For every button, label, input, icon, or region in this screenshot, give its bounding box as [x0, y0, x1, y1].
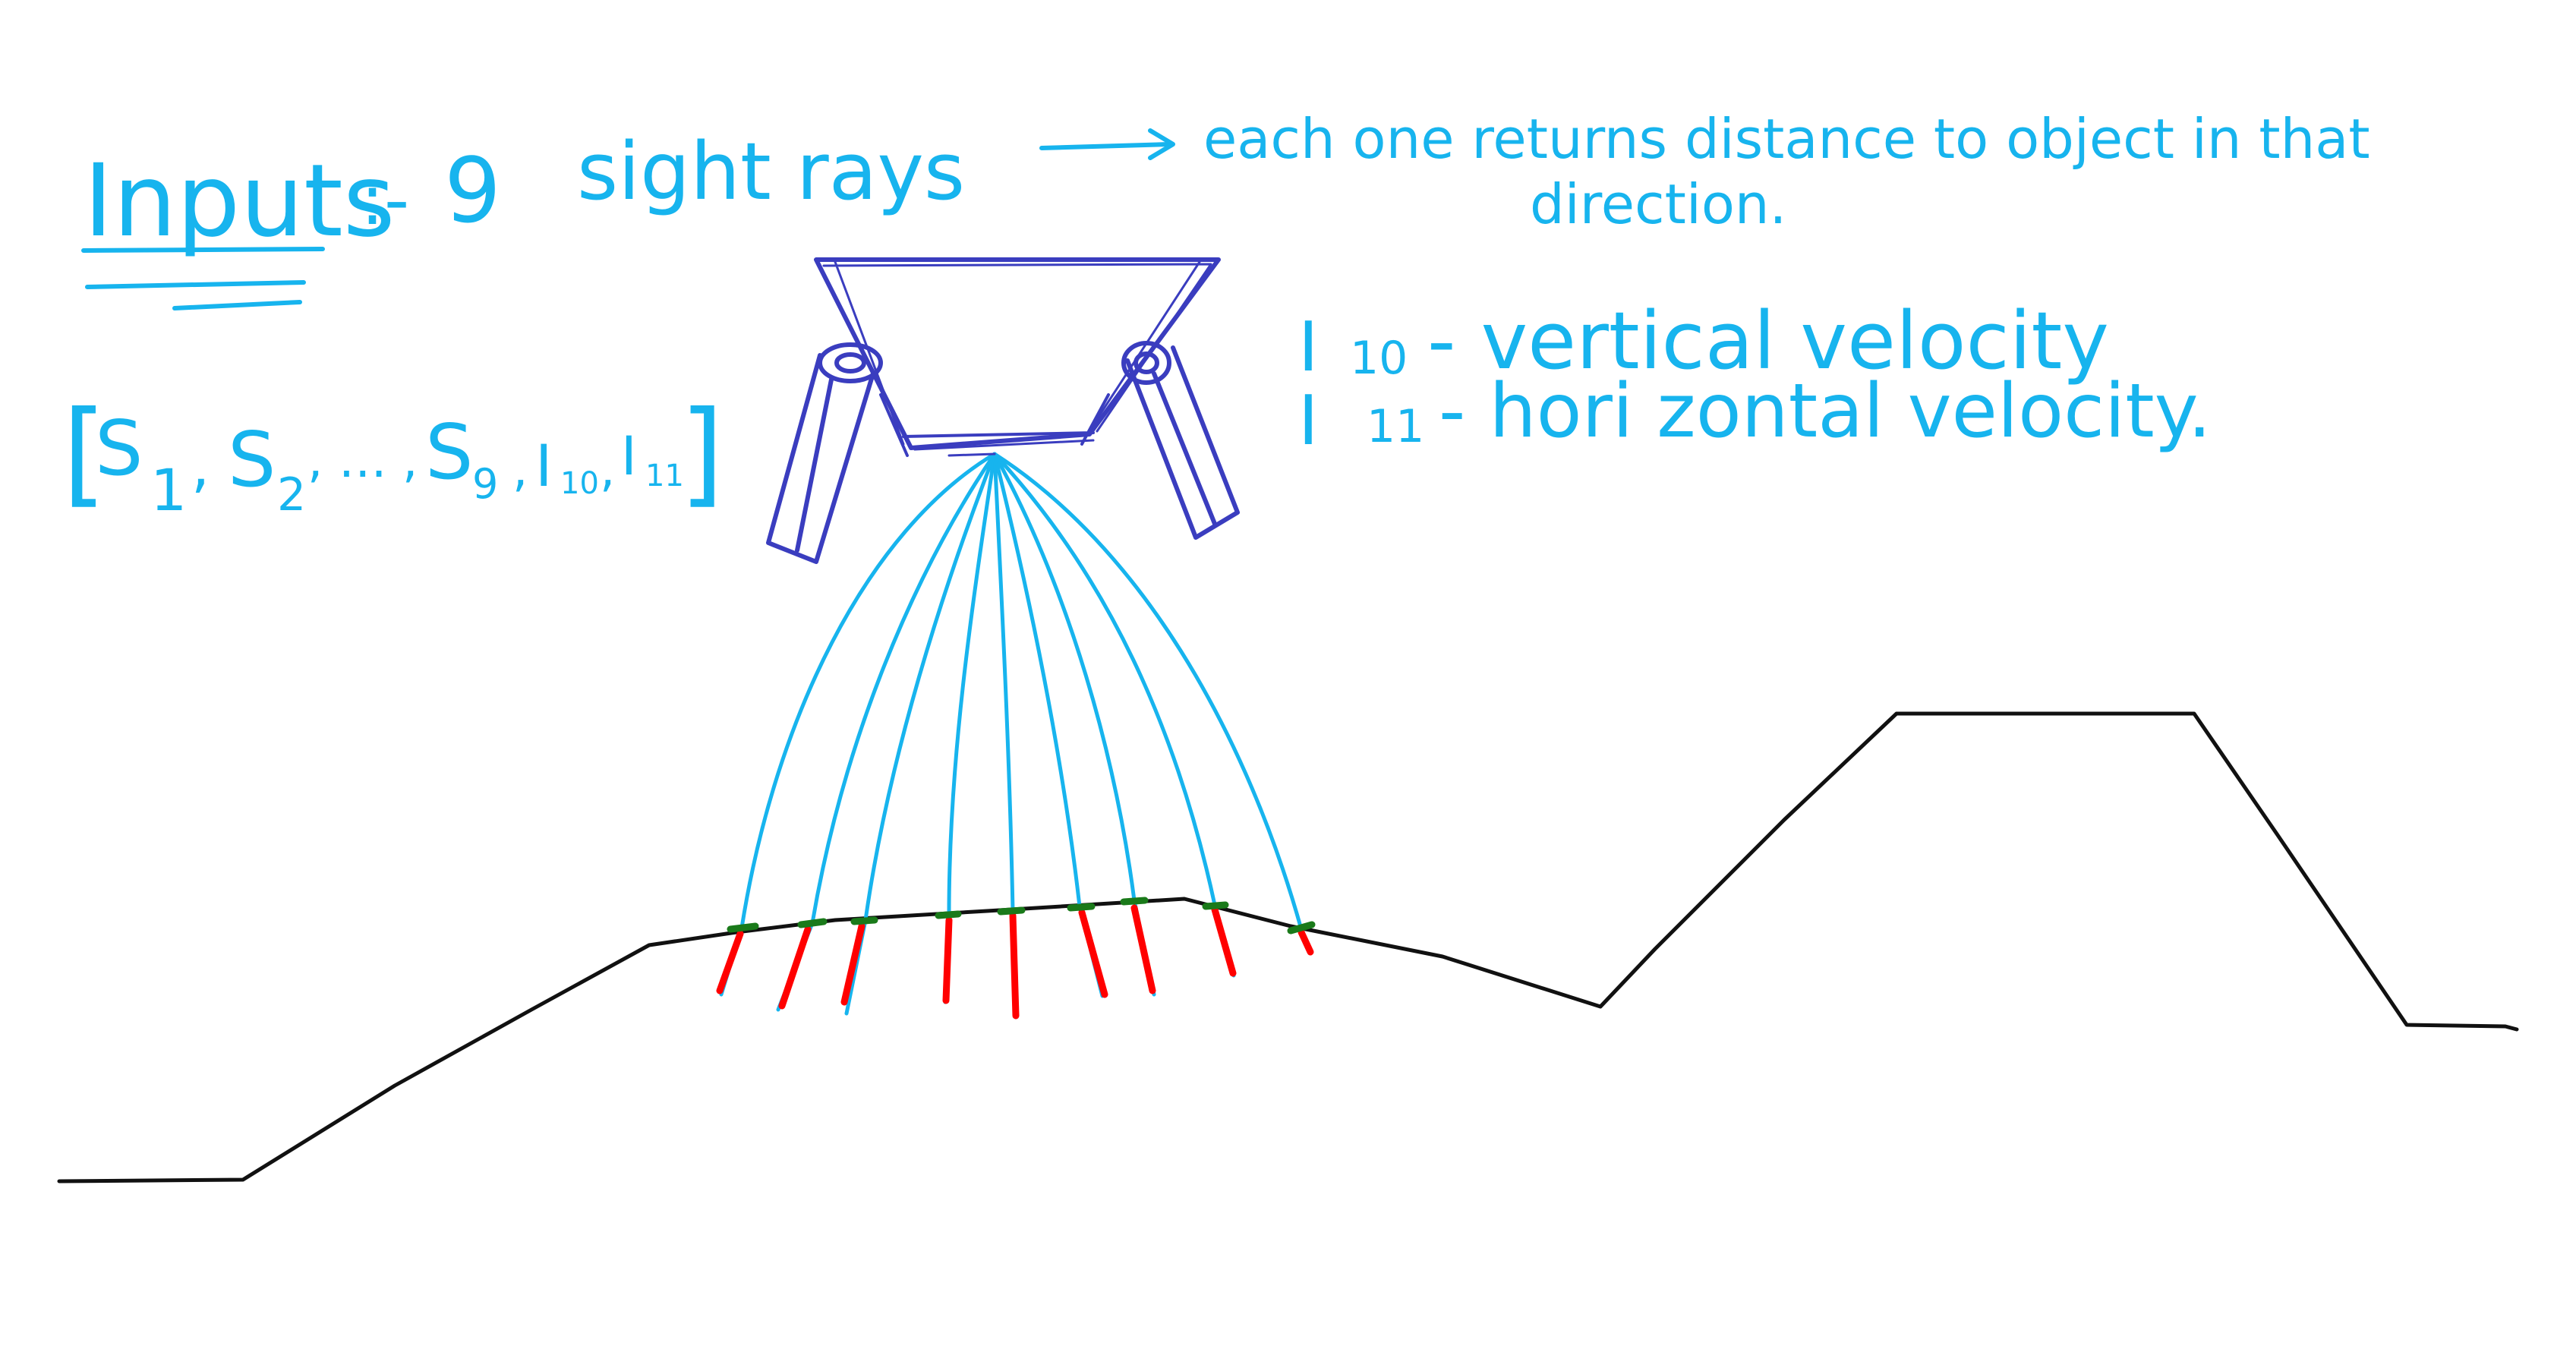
right-leg — [1125, 345, 1240, 540]
sight-ray-4 — [947, 452, 997, 916]
vector-s1: S — [95, 404, 143, 493]
penetration-marks — [716, 904, 1314, 1020]
penetration-mark-3 — [840, 922, 865, 1006]
inputs-underline — [81, 247, 325, 310]
hit-marker-3 — [850, 916, 878, 925]
arrow-head — [1148, 128, 1175, 160]
vector-s9-sub: 9 — [472, 460, 498, 508]
inputs-underline-2 — [85, 280, 306, 289]
hit-markers — [727, 897, 1316, 935]
sight-ray-7 — [992, 452, 1137, 903]
hit-marker-1 — [727, 922, 759, 933]
penetration-mark-5 — [1009, 912, 1020, 1020]
annotations: Inputs :- 9 sight rays each one returns … — [62, 107, 2370, 524]
lander-body-sketch — [822, 260, 1212, 457]
vector-open-bracket: [ — [62, 387, 107, 519]
penetration-mark-8 — [1211, 906, 1237, 977]
vector-s1-sub: 1 — [150, 456, 187, 524]
sight-ray-8 — [992, 452, 1217, 907]
vector-comma-3: , — [600, 442, 615, 498]
i11-sub: 11 — [1367, 400, 1424, 453]
hit-marker-8 — [1202, 901, 1229, 910]
hit-marker-2 — [797, 918, 828, 928]
ray-description-line2: direction. — [1530, 172, 1786, 236]
terrain-line — [57, 711, 2519, 1184]
i11-label: I — [1298, 381, 1319, 461]
right-arrow-icon — [1039, 128, 1175, 160]
inputs-separator: :- — [361, 159, 409, 241]
arrow-shaft — [1039, 142, 1171, 150]
vector-comma-2: , — [512, 442, 528, 498]
terrain — [57, 711, 2519, 1184]
ray-description-line1: each one returns distance to object in t… — [1203, 107, 2370, 171]
lander-icon — [766, 257, 1240, 564]
vector-i10: I — [535, 432, 552, 500]
i10-sub: 10 — [1350, 332, 1408, 385]
i10-desc: - vertical velocity — [1427, 295, 2109, 387]
vector-s9: S — [425, 408, 473, 496]
vector-i11: I — [621, 425, 637, 487]
penetration-mark-4 — [942, 916, 953, 1004]
left-leg — [766, 353, 875, 564]
vector-s2: S — [228, 415, 276, 504]
hit-marker-7 — [1120, 897, 1149, 906]
right-joint-inner — [1134, 351, 1159, 374]
penetration-mark-2 — [778, 925, 812, 1010]
vector-i11-sub: 11 — [645, 459, 684, 493]
sight-ray-5 — [992, 452, 1015, 913]
penetration-mark-6 — [1078, 909, 1108, 998]
penetration-mark-1 — [716, 930, 744, 994]
inputs-heading: Inputs — [84, 143, 396, 260]
inputs-subject: sight rays — [577, 125, 965, 218]
hit-marker-9 — [1287, 921, 1316, 935]
vector-comma-1: , — [191, 432, 210, 500]
lander-underside — [879, 393, 1110, 457]
vector-s2-sub: 2 — [277, 468, 306, 522]
inputs-count: 9 — [444, 138, 501, 243]
right-joint — [1121, 341, 1171, 385]
hit-marker-4 — [935, 910, 962, 919]
sight-ray-1 — [739, 452, 997, 930]
i11-desc: - hori zontal velocity. — [1439, 368, 2212, 455]
penetration-mark-7 — [1130, 904, 1156, 994]
vector-close-bracket: ] — [679, 387, 724, 519]
hit-marker-6 — [1067, 903, 1096, 912]
vector-i10-sub: 10 — [560, 466, 599, 501]
inputs-underline-1 — [81, 247, 325, 253]
sight-ray-2 — [810, 452, 997, 925]
hit-marker-5 — [997, 906, 1026, 916]
inputs-underline-3 — [172, 300, 302, 310]
sight-ray-6 — [992, 452, 1082, 909]
penetration-mark-9 — [1297, 928, 1314, 956]
vector-ellipsis: , … , — [307, 433, 418, 489]
i10-label: I — [1298, 307, 1319, 387]
left-joint-inner — [834, 352, 866, 373]
sight-ray-3 — [863, 452, 997, 922]
sight-ray-9 — [992, 452, 1304, 931]
